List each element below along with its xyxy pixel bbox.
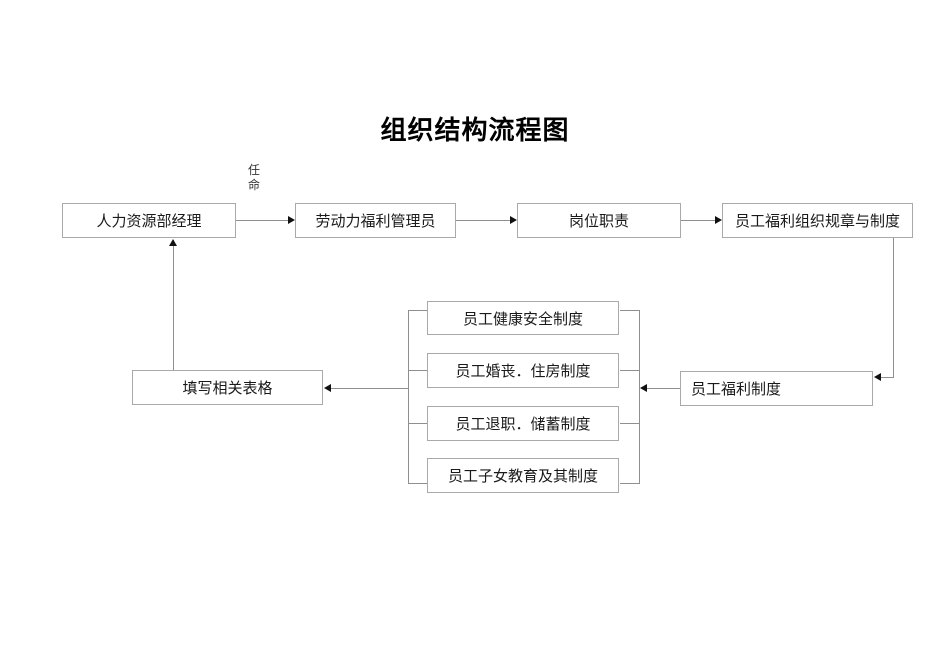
connector-rules-down-line bbox=[893, 238, 894, 378]
node-welfare-org-rules: 员工福利组织规章与制度 bbox=[722, 203, 913, 238]
arrowhead-bracket-to-forms bbox=[324, 384, 331, 392]
right-bracket-vertical bbox=[639, 310, 640, 484]
node-children-education-system: 员工子女教育及其制度 bbox=[427, 458, 619, 493]
node-hr-department-manager: 人力资源部经理 bbox=[62, 203, 236, 238]
arrowhead-rules-to-welfare bbox=[874, 373, 881, 381]
connector-admin-to-duty-line bbox=[456, 220, 510, 221]
right-bracket-stub-3 bbox=[620, 423, 639, 424]
connector-hr-to-admin-line bbox=[236, 220, 288, 221]
node-retirement-savings-system: 员工退职．储蓄制度 bbox=[427, 406, 619, 441]
node-fill-in-forms: 填写相关表格 bbox=[132, 370, 323, 405]
node-job-responsibilities: 岗位职责 bbox=[517, 203, 681, 238]
right-bracket-stub-2 bbox=[620, 370, 639, 371]
left-bracket-stub-1 bbox=[408, 310, 427, 311]
arrowhead-duty-to-rules bbox=[715, 216, 722, 224]
connector-welfare-to-bracket-line bbox=[647, 388, 680, 389]
arrowhead-welfare-to-bracket bbox=[640, 384, 647, 392]
right-bracket-stub-1 bbox=[620, 310, 639, 311]
left-bracket-stub-3 bbox=[408, 423, 427, 424]
connector-forms-up-line bbox=[173, 240, 174, 370]
diagram-title: 组织结构流程图 bbox=[380, 116, 570, 146]
node-employee-welfare-system: 员工福利制度 bbox=[680, 371, 873, 406]
left-bracket-vertical bbox=[408, 310, 409, 484]
node-labor-welfare-administrator: 劳动力福利管理员 bbox=[295, 203, 456, 238]
arrowhead-admin-to-duty bbox=[510, 216, 517, 224]
connector-bracket-to-forms-line bbox=[331, 388, 408, 389]
node-health-safety-system: 员工健康安全制度 bbox=[427, 301, 619, 335]
edge-label-appointment: 任命 bbox=[248, 163, 261, 192]
left-bracket-stub-4 bbox=[408, 483, 427, 484]
left-bracket-stub-2 bbox=[408, 370, 427, 371]
arrowhead-forms-to-hr bbox=[169, 239, 177, 246]
node-marriage-housing-system: 员工婚丧．住房制度 bbox=[427, 353, 619, 388]
right-bracket-stub-4 bbox=[620, 483, 639, 484]
connector-rules-left-line bbox=[881, 377, 894, 378]
arrowhead-hr-to-admin bbox=[288, 216, 295, 224]
connector-duty-to-rules-line bbox=[681, 220, 715, 221]
